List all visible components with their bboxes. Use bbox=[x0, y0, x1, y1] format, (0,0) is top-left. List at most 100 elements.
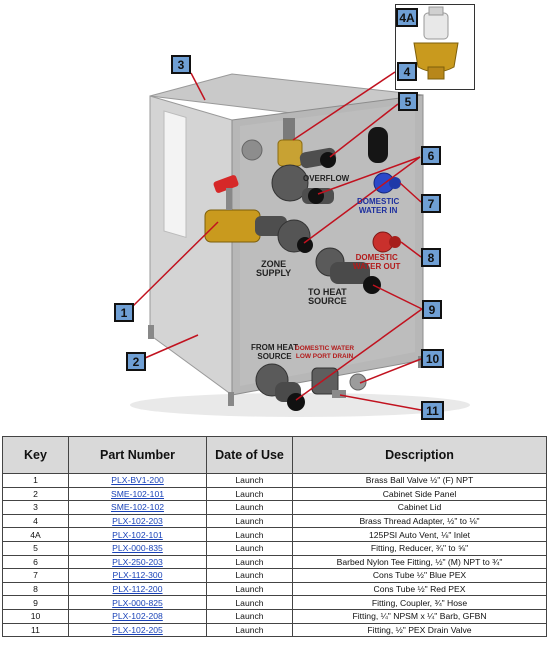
from-heat-source-line-2: SOURCE bbox=[257, 352, 292, 361]
cell-description: Brass Ball Valve ½" (F) NPT bbox=[292, 473, 547, 488]
domestic-in-line-1: DOMESTIC bbox=[357, 197, 400, 206]
callout-10: 10 bbox=[421, 349, 444, 368]
low-port-drain-label: DOMESTIC WATER LOW PORT DRAIN bbox=[295, 345, 354, 361]
cell-part-number: PLX-102-205 bbox=[68, 622, 207, 638]
part-number-link[interactable]: PLX-102-205 bbox=[112, 624, 163, 635]
cell-key: 5 bbox=[2, 540, 69, 556]
cell-key: 4A bbox=[2, 527, 69, 542]
zone-supply-line-2: SUPPLY bbox=[256, 268, 292, 278]
callout-11: 11 bbox=[421, 401, 444, 420]
cell-date-of-use: Launch bbox=[206, 513, 293, 529]
cell-date-of-use: Launch bbox=[206, 568, 293, 583]
cell-part-number: PLX-112-200 bbox=[68, 581, 207, 597]
part-number-link[interactable]: PLX-BV1-200 bbox=[111, 475, 164, 486]
domestic-out-line-2: WATER OUT bbox=[353, 262, 401, 271]
callout-5: 5 bbox=[398, 92, 418, 111]
domestic-water-out-label: DOMESTIC WATER OUT bbox=[353, 253, 400, 271]
part-number-link[interactable]: PLX-250-203 bbox=[112, 556, 163, 567]
cell-key: 6 bbox=[2, 554, 69, 570]
part-number-link[interactable]: PLX-000-835 bbox=[112, 543, 163, 554]
to-heat-source-line-1: TO HEAT bbox=[308, 287, 347, 297]
callout-3: 3 bbox=[171, 55, 191, 74]
cell-date-of-use: Launch bbox=[206, 622, 293, 638]
cell-key: 7 bbox=[2, 568, 69, 583]
cell-key: 9 bbox=[2, 595, 69, 610]
cell-date-of-use: Launch bbox=[206, 595, 293, 610]
cell-description: Brass Thread Adapter, ½" to ⅛" bbox=[292, 513, 547, 529]
cell-description: Cons Tube ½" Red PEX bbox=[292, 581, 547, 597]
part-number-link[interactable]: SME-102-102 bbox=[110, 502, 165, 513]
auto-vent-icon bbox=[413, 6, 459, 80]
cell-description: Fitting, Coupler, ¾" Hose bbox=[292, 595, 547, 610]
part-number-link[interactable]: PLX-102-208 bbox=[112, 611, 163, 622]
cell-part-number: PLX-102-203 bbox=[68, 513, 207, 529]
cell-description: Fitting, ½" PEX Drain Valve bbox=[292, 622, 547, 638]
zone-supply-line-1: ZONE bbox=[261, 259, 287, 269]
cell-date-of-use: Launch bbox=[206, 540, 293, 556]
callout-2: 2 bbox=[126, 352, 146, 371]
cell-date-of-use: Launch bbox=[206, 527, 293, 542]
cell-date-of-use: Launch bbox=[206, 554, 293, 570]
cell-description: Barbed Nylon Tee Fitting, ½" (M) NPT to … bbox=[292, 554, 547, 570]
cell-key: 10 bbox=[2, 608, 69, 624]
cell-part-number: PLX-BV1-200 bbox=[68, 473, 207, 488]
product-figure: OVERFLOW DOMESTIC WATER IN DOMESTIC WATE… bbox=[114, 4, 475, 420]
header-description: Description bbox=[292, 436, 547, 474]
cell-date-of-use: Launch bbox=[206, 473, 293, 488]
part-number-link[interactable]: SME-102-101 bbox=[110, 488, 165, 499]
cell-date-of-use: Launch bbox=[206, 608, 293, 624]
cell-key: 2 bbox=[2, 486, 69, 502]
part-number-link[interactable]: PLX-102-101 bbox=[112, 529, 163, 540]
table-header-row: Key Part Number Date of Use Description bbox=[2, 436, 547, 474]
callout-7: 7 bbox=[421, 194, 441, 213]
header-part-number: Part Number bbox=[68, 436, 207, 474]
callout-1: 1 bbox=[114, 303, 134, 322]
zone-supply-label: ZONE SUPPLY bbox=[256, 260, 291, 278]
domestic-water-in-label: DOMESTIC WATER IN bbox=[357, 197, 399, 215]
domestic-out-line-1: DOMESTIC bbox=[355, 253, 398, 262]
header-key: Key bbox=[2, 436, 69, 474]
from-heat-source-label: FROM HEAT SOURCE bbox=[251, 343, 298, 361]
part-number-link[interactable]: PLX-112-200 bbox=[112, 584, 163, 595]
cell-description: Cabinet Side Panel bbox=[292, 486, 547, 502]
callout-4a: 4A bbox=[396, 8, 418, 27]
cell-part-number: SME-102-102 bbox=[68, 500, 207, 515]
cell-key: 8 bbox=[2, 581, 69, 597]
cell-part-number: PLX-000-835 bbox=[68, 540, 207, 556]
cell-key: 1 bbox=[2, 473, 69, 488]
cell-description: Fitting, ¼" NPSM x ¼" Barb, GFBN bbox=[292, 608, 547, 624]
domestic-in-line-2: WATER IN bbox=[358, 206, 398, 215]
part-number-link[interactable]: PLX-112-300 bbox=[112, 570, 163, 581]
cell-description: Fitting, Reducer, ¾" to ⅝" bbox=[292, 540, 547, 556]
to-heat-source-line-2: SOURCE bbox=[308, 296, 347, 306]
cell-key: 4 bbox=[2, 513, 69, 529]
low-port-drain-line-1: DOMESTIC WATER bbox=[295, 345, 355, 352]
cell-key: 11 bbox=[2, 622, 69, 638]
cell-part-number: SME-102-101 bbox=[68, 486, 207, 502]
cell-description: Cons Tube ½" Blue PEX bbox=[292, 568, 547, 583]
cell-part-number: PLX-112-300 bbox=[68, 568, 207, 583]
cell-description: 125PSI Auto Vent, ⅛" Inlet bbox=[292, 527, 547, 542]
cell-date-of-use: Launch bbox=[206, 500, 293, 515]
part-number-link[interactable]: PLX-102-203 bbox=[112, 516, 163, 527]
to-heat-source-label: TO HEAT SOURCE bbox=[308, 288, 347, 306]
callout-6: 6 bbox=[421, 146, 441, 165]
part-number-link[interactable]: PLX-000-825 bbox=[112, 597, 163, 608]
cell-part-number: PLX-102-208 bbox=[68, 608, 207, 624]
boiler-cabinet-illustration bbox=[130, 71, 470, 417]
callout-9: 9 bbox=[422, 300, 442, 319]
parts-table: Key Part Number Date of Use Description … bbox=[2, 436, 547, 638]
